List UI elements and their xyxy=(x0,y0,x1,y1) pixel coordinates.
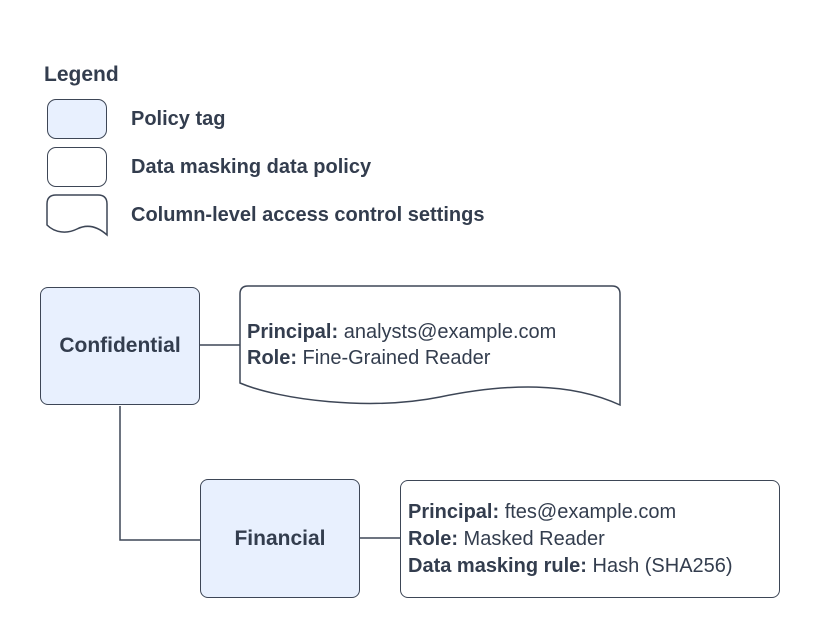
confidential-settings-text: Principal: analysts@example.com Role: Fi… xyxy=(247,319,556,371)
data-masking-policy-swatch xyxy=(47,147,107,187)
confidential-node: Confidential xyxy=(40,287,200,405)
settings-principal-line: Principal: analysts@example.com xyxy=(247,321,557,343)
financial-data-policy-box: Principal: ftes@example.com Role: Masked… xyxy=(400,480,780,598)
policy-role-line: Role: Masked Reader xyxy=(408,527,605,550)
confidential-node-label: Confidential xyxy=(59,334,181,357)
financial-node-label: Financial xyxy=(234,526,326,550)
legend-title: Legend xyxy=(44,63,119,86)
legend-label-policy-tag: Policy tag xyxy=(131,108,226,130)
legend-label-data-masking-policy: Data masking data policy xyxy=(131,156,372,178)
financial-node: Financial xyxy=(200,479,360,598)
legend-label-column-access-settings: Column-level access control settings xyxy=(131,204,485,226)
connector-confidential-to-financial xyxy=(119,406,200,541)
confidential-settings-document xyxy=(239,285,621,407)
policy-masking-rule-line: Data masking rule: Hash (SHA256) xyxy=(408,554,733,577)
policy-principal-line: Principal: ftes@example.com xyxy=(408,500,677,523)
column-access-settings-swatch xyxy=(46,194,108,237)
policy-tag-swatch xyxy=(47,99,107,139)
settings-role-line: Role: Fine-Grained Reader xyxy=(247,347,491,369)
